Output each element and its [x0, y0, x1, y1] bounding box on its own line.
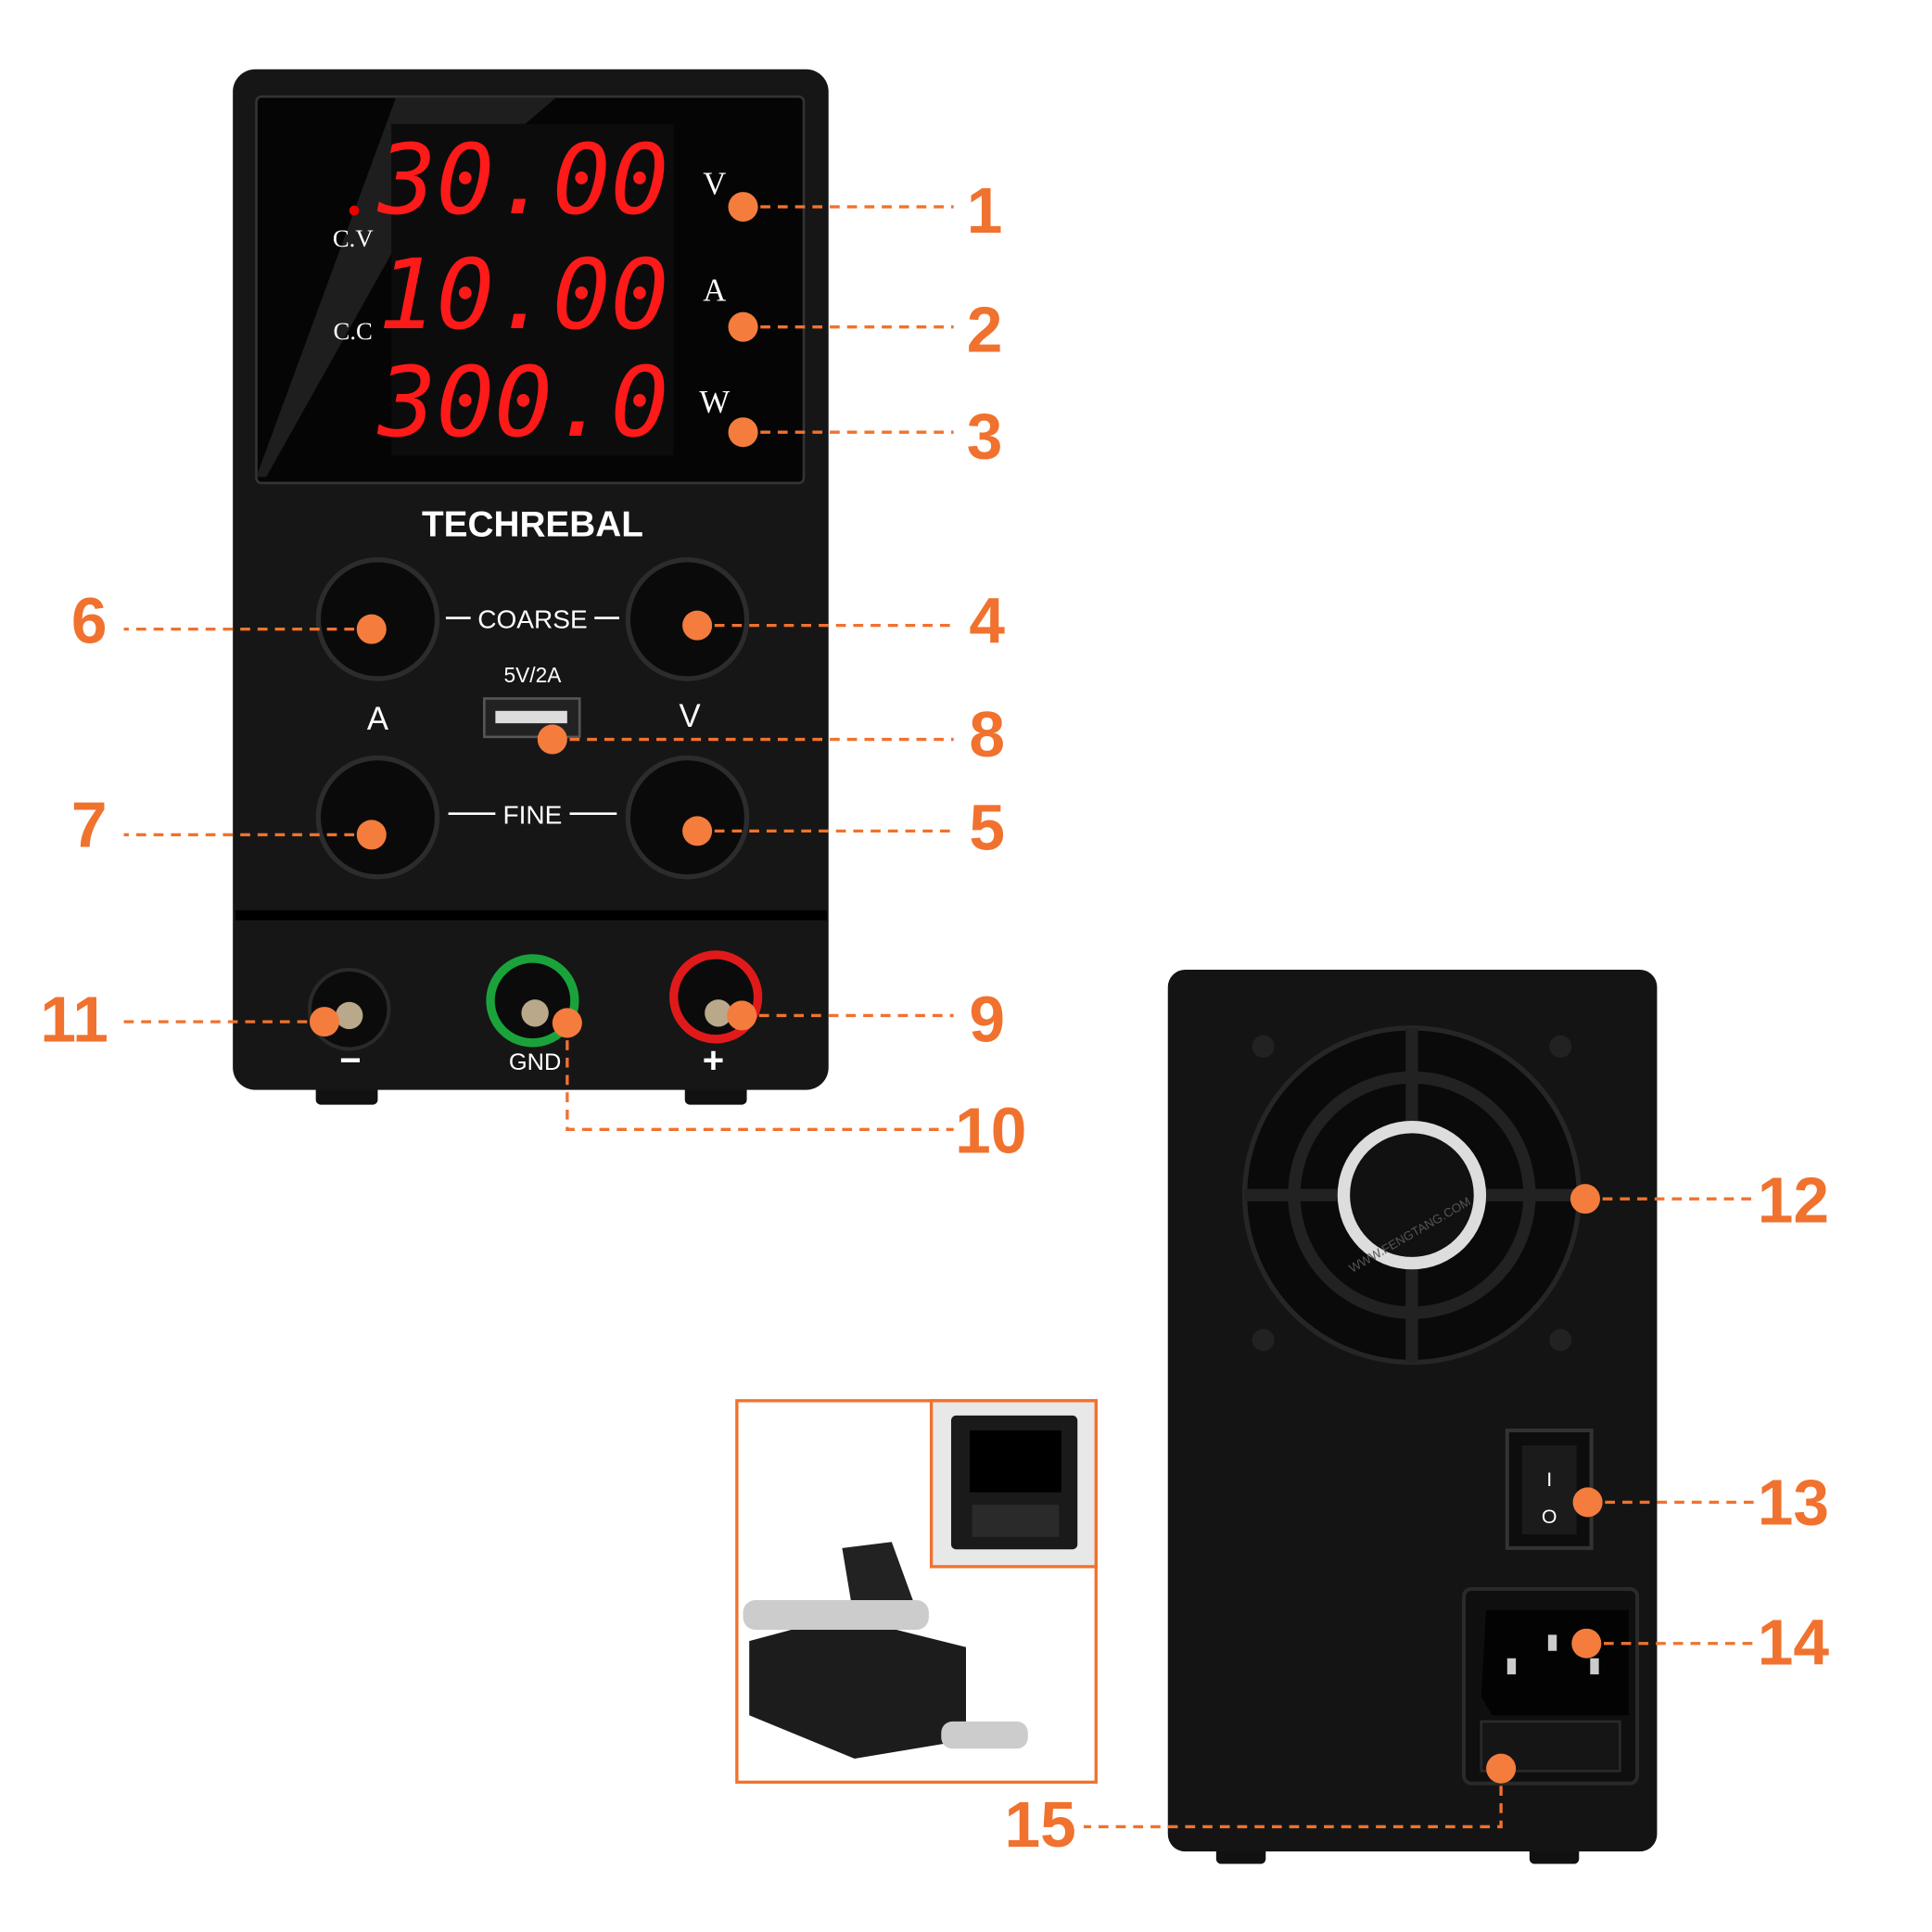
knob-fine-voltage[interactable] — [625, 755, 750, 880]
callout-13: 13 — [1758, 1466, 1829, 1538]
fine-label: FINE — [502, 800, 562, 829]
voltage-readout: 30.00 — [377, 123, 669, 236]
current-knob-label: A — [367, 702, 389, 737]
callout-2: 2 — [967, 293, 1003, 365]
callout-8: 8 — [969, 698, 1005, 770]
cc-label: C.C — [334, 317, 373, 345]
current-unit: A — [703, 273, 726, 309]
power-switch[interactable]: I O — [1505, 1428, 1594, 1550]
callout-9: 9 — [969, 983, 1005, 1055]
usb-rating-label: 5V/2A — [504, 663, 563, 687]
callout-10: 10 — [955, 1095, 1026, 1167]
callout-15: 15 — [1005, 1788, 1076, 1861]
brand-logo: TECHREBAL — [422, 504, 643, 544]
cv-label: C.V — [333, 224, 374, 252]
callout-12: 12 — [1758, 1164, 1829, 1237]
fuse-inset — [735, 1399, 1098, 1785]
negative-label: − — [339, 1040, 361, 1081]
coarse-label: COARSE — [477, 604, 587, 633]
callouts: 1 2 3 4 5 6 7 8 9 10 11 12 13 14 15 — [40, 174, 1829, 1861]
front-unit: 30.00 10.00 300.0 V A W C.V C.C TECHREBA… — [233, 69, 829, 1105]
knob-fine-current[interactable] — [315, 755, 440, 880]
callout-11: 11 — [40, 983, 108, 1055]
power-unit: W — [699, 384, 730, 420]
callout-1: 1 — [967, 174, 1003, 247]
voltage-knob-label: V — [680, 699, 701, 734]
cooling-fan — [1241, 1025, 1582, 1366]
current-readout: 10.00 — [378, 238, 669, 351]
positive-label: + — [703, 1040, 724, 1081]
callout-14: 14 — [1758, 1606, 1830, 1678]
power-readout: 300.0 — [377, 346, 669, 459]
rear-unit: I O — [1167, 970, 1658, 1864]
switch-on-mark: I — [1546, 1468, 1552, 1491]
callout-5: 5 — [969, 791, 1005, 863]
callout-4: 4 — [969, 584, 1005, 656]
callout-7: 7 — [71, 789, 108, 861]
voltage-unit: V — [703, 166, 726, 202]
cv-indicator-led — [349, 205, 360, 216]
callout-3: 3 — [967, 400, 1003, 472]
switch-off-mark: O — [1542, 1506, 1557, 1528]
ground-label: GND — [509, 1049, 561, 1075]
callout-6: 6 — [71, 584, 108, 656]
